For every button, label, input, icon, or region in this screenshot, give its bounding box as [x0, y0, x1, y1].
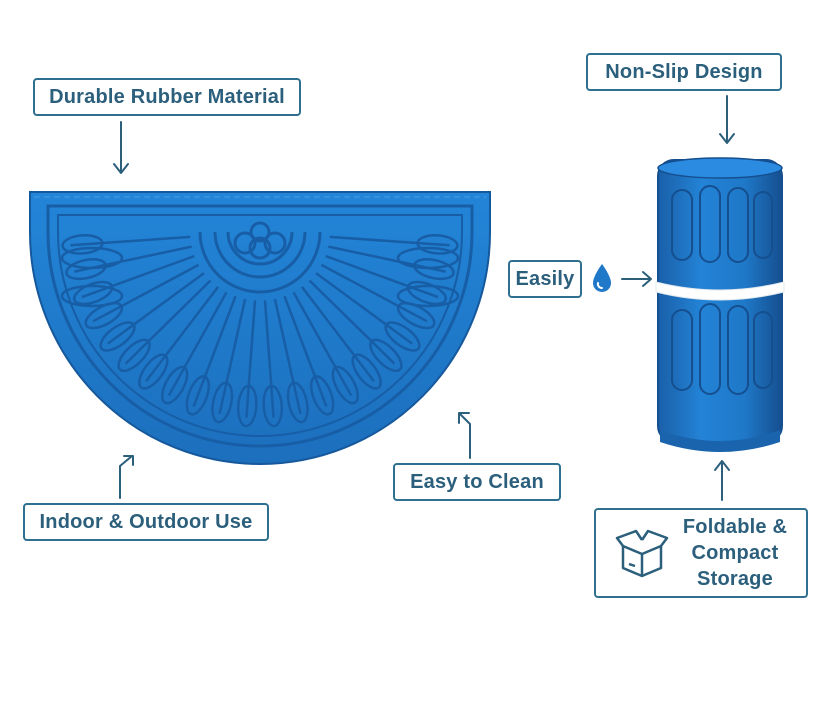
mat-ray: [218, 298, 247, 415]
mat-petal: [138, 353, 169, 390]
mat-ray: [145, 286, 220, 382]
easy-to-clean-text: Easy to Clean: [410, 470, 544, 493]
arrow-up-easy-clean: [458, 412, 471, 459]
arrow-down-non-slip: [719, 95, 735, 144]
mat-petal: [396, 301, 436, 330]
water-drop-icon: [593, 264, 611, 292]
mat-petal: [369, 338, 403, 373]
mat-petal: [65, 258, 107, 281]
mat-petal: [309, 375, 335, 416]
foldable-line1: Foldable &: [682, 516, 788, 538]
mat-ray: [81, 254, 195, 299]
foldable-line2: Compact: [691, 542, 779, 564]
mat-ray: [263, 300, 275, 418]
mat-ray: [273, 298, 302, 415]
mat-petal: [117, 338, 151, 373]
mat-petal: [416, 234, 459, 255]
rolled-door-mat: [655, 157, 785, 452]
mat-petal: [286, 381, 309, 424]
durable-rubber-label: Durable Rubber Material: [33, 78, 301, 116]
mat-ray: [329, 235, 450, 247]
mat-petal: [61, 234, 104, 255]
indoor-outdoor-text: Indoor & Outdoor Use: [39, 510, 253, 533]
mat-petal: [161, 365, 189, 405]
mat-petal: [211, 381, 234, 424]
mat-ray: [320, 263, 428, 323]
mat-petal: [84, 301, 124, 330]
mat-ray: [315, 272, 413, 345]
mat-ray: [167, 291, 228, 397]
foldable-line3: Storage: [697, 568, 773, 590]
easily-text: Easily: [515, 267, 575, 290]
mat-ray: [70, 235, 191, 247]
mat-petal: [262, 384, 284, 428]
mat-petal: [413, 258, 455, 281]
mat-petal: [406, 280, 448, 306]
mat-ray: [124, 279, 212, 365]
arrow-right-easily: [621, 271, 652, 287]
mat-petal: [236, 384, 258, 428]
foldable-storage-label: Foldable & Compact Storage: [594, 508, 808, 598]
non-slip-text: Non-Slip Design: [605, 60, 763, 83]
non-slip-label: Non-Slip Design: [586, 53, 782, 91]
box-icon: [615, 529, 669, 578]
indoor-outdoor-label: Indoor & Outdoor Use: [23, 503, 269, 541]
mat-petal: [331, 365, 359, 405]
mat-ray: [308, 279, 396, 365]
mat-petal: [185, 375, 211, 416]
mat-petal: [72, 280, 114, 306]
mat-side-petal: [396, 284, 460, 308]
mat-ray: [192, 295, 237, 407]
mat-ray: [292, 291, 353, 397]
mat-petal: [351, 353, 382, 390]
mat-ray: [245, 300, 257, 418]
mat-petal: [99, 321, 136, 352]
arrow-down-durable: [113, 121, 129, 174]
mat-side-petal: [60, 284, 124, 308]
half-round-door-mat: [29, 191, 491, 465]
mat-ray: [325, 254, 439, 299]
durable-rubber-text: Durable Rubber Material: [49, 85, 285, 108]
mat-ray: [107, 272, 205, 345]
mat-side-petal: [60, 246, 124, 270]
mat-side-petal: [396, 246, 460, 270]
mat-ray: [300, 286, 375, 382]
easily-label: Easily: [508, 260, 582, 298]
mat-ray: [283, 295, 328, 407]
arrow-up-foldable: [714, 460, 730, 501]
arrow-up-indoor: [119, 455, 134, 499]
mat-ray: [92, 263, 200, 323]
mat-petal: [384, 321, 421, 352]
easy-to-clean-label: Easy to Clean: [393, 463, 561, 501]
